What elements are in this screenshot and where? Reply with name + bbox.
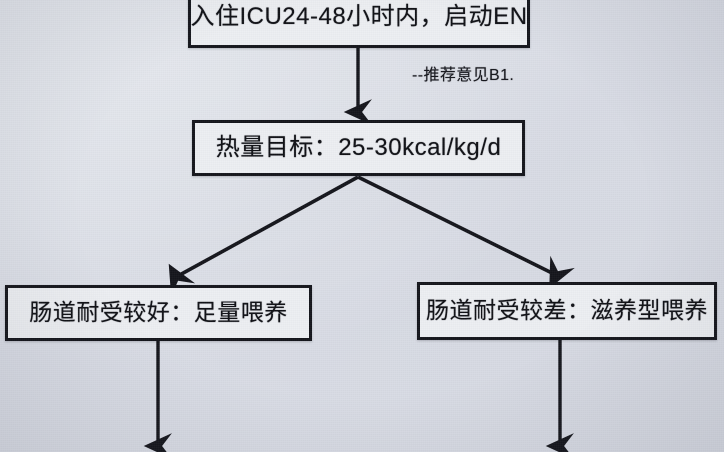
node-tolerance-good-label: 肠道耐受较好：足量喂养 — [29, 299, 288, 326]
annotation-recommendation-b1-text: --推荐意见B1. — [412, 67, 515, 84]
annotation-recommendation-b1: --推荐意见B1. — [412, 61, 514, 85]
node-tolerance-good: 肠道耐受较好：足量喂养 — [5, 285, 312, 341]
node-start-en-label: 入住ICU24-48小时内，启动EN — [190, 2, 528, 30]
edge-energy-target-to-tolerance-good — [168, 175, 359, 297]
node-tolerance-poor-label: 肠道耐受较差：滋养型喂养 — [426, 297, 708, 324]
node-energy-target: 热量目标：25-30kcal/kg/d — [192, 120, 525, 176]
edge-energy-target-to-tolerance-poor — [357, 175, 575, 289]
node-start-en: 入住ICU24-48小时内，启动EN — [188, 0, 530, 48]
node-tolerance-poor: 肠道耐受较差：滋养型喂养 — [417, 282, 717, 340]
node-energy-target-label: 热量目标：25-30kcal/kg/d — [215, 133, 502, 161]
